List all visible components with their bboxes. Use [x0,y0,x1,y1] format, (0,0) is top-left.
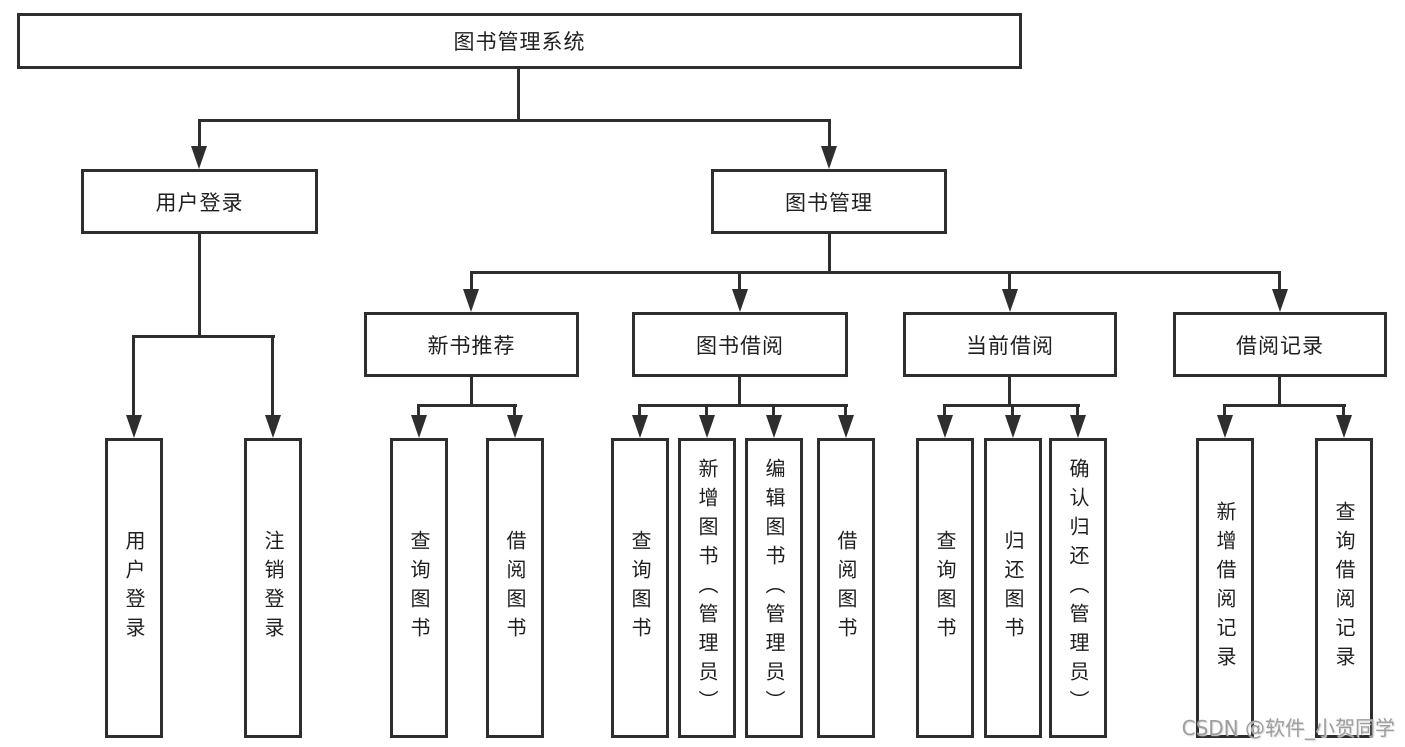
leaf-label: 查询图书 [933,530,957,646]
connector-line [1011,404,1014,418]
leaf-label: 用户登录 [122,530,146,646]
leaf-query-books-borrow: 查询图书 [611,438,669,738]
connector-line [198,119,201,151]
leaf-label: 新增图书（管理员） [695,457,719,719]
connector-line [417,404,420,418]
leaf-edit-books-admin: 编辑图书（管理员） [745,438,803,738]
connector-line [1223,404,1226,418]
leaf-label: 注销登录 [261,530,285,646]
connector-line [772,404,775,418]
node-new-book-recommend: 新书推荐 [364,312,579,377]
connector-line [470,271,1281,274]
arrowhead-down-icon [699,415,715,438]
arrowhead-down-icon [191,146,207,169]
leaf-label: 归还图书 [1001,530,1025,646]
leaf-borrow-books-recommend: 借阅图书 [486,438,544,738]
connector-line [1008,271,1011,293]
leaf-label: 查询图书 [407,530,431,646]
node-label: 图书管理系统 [453,30,586,54]
connector-line [198,234,201,338]
arrowhead-down-icon [507,415,523,438]
arrowhead-down-icon [1005,415,1021,438]
leaf-return-books: 归还图书 [984,438,1042,738]
connector-line [1008,377,1011,407]
leaf-label: 借阅图书 [503,530,527,646]
connector-line [738,377,741,407]
connector-line [1278,271,1281,293]
node-borrow-records: 借阅记录 [1173,312,1387,377]
arrowhead-down-icon [1070,415,1086,438]
connector-line [638,404,641,418]
connector-line [705,404,708,418]
leaf-label: 编辑图书（管理员） [762,457,786,719]
leaf-confirm-return-admin: 确认归还（管理员） [1049,438,1107,738]
connector-line [943,404,946,418]
connector-line [638,404,848,407]
connector-line [198,119,831,122]
node-label: 图书管理 [785,190,873,215]
arrowhead-down-icon [411,415,427,438]
node-user-login: 用户登录 [81,169,318,234]
arrowhead-down-icon [632,415,648,438]
connector-line [271,335,274,417]
arrowhead-down-icon [1002,289,1018,312]
leaf-label: 新增借阅记录 [1213,501,1237,675]
connector-line [1076,404,1079,418]
leaf-label: 查询借阅记录 [1332,501,1356,675]
connector-line [470,377,473,407]
connector-line [513,404,516,418]
node-label: 当前借阅 [966,333,1054,358]
leaf-query-borrow-record: 查询借阅记录 [1315,438,1373,738]
leaf-label: 确认归还（管理员） [1066,457,1090,719]
connector-line [517,68,520,122]
leaf-user-login: 用户登录 [105,438,163,738]
connector-line [828,234,831,274]
node-label: 借阅记录 [1236,333,1324,358]
arrowhead-down-icon [1272,289,1288,312]
leaf-label: 借阅图书 [834,530,858,646]
arrowhead-down-icon [1336,415,1352,438]
leaf-add-borrow-record: 新增借阅记录 [1196,438,1254,738]
node-library-management-system: 图书管理系统 [17,13,1022,69]
arrowhead-down-icon [1217,415,1233,438]
arrowhead-down-icon [732,289,748,312]
node-label: 用户登录 [155,190,244,215]
connector-line [828,119,831,151]
connector-line [738,271,741,293]
node-current-borrow: 当前借阅 [903,312,1117,377]
leaf-query-books-recommend: 查询图书 [390,438,448,738]
arrowhead-down-icon [265,415,281,438]
connector-line [417,404,517,407]
leaf-query-books-current: 查询图书 [916,438,974,738]
leaf-add-books-admin: 新增图书（管理员） [678,438,736,738]
leaf-label: 查询图书 [628,530,652,646]
leaf-logout: 注销登录 [244,438,302,738]
arrowhead-down-icon [126,415,142,438]
arrowhead-down-icon [838,415,854,438]
node-label: 新书推荐 [427,333,516,358]
leaf-borrow-books: 借阅图书 [817,438,875,738]
connector-line [1278,377,1281,407]
connector-line [1342,404,1345,418]
arrowhead-down-icon [463,289,479,312]
node-book-management: 图书管理 [711,169,947,234]
node-book-borrow: 图书借阅 [632,312,848,377]
connector-line [844,404,847,418]
connector-line [132,335,275,338]
connector-line [1223,404,1346,407]
arrowhead-down-icon [766,415,782,438]
arrowhead-down-icon [821,146,837,169]
connector-line [132,335,135,417]
csdn-watermark: CSDN @软件_小贺同学 [1181,716,1395,740]
connector-line [470,271,473,293]
arrowhead-down-icon [937,415,953,438]
node-label: 图书借阅 [696,333,784,358]
